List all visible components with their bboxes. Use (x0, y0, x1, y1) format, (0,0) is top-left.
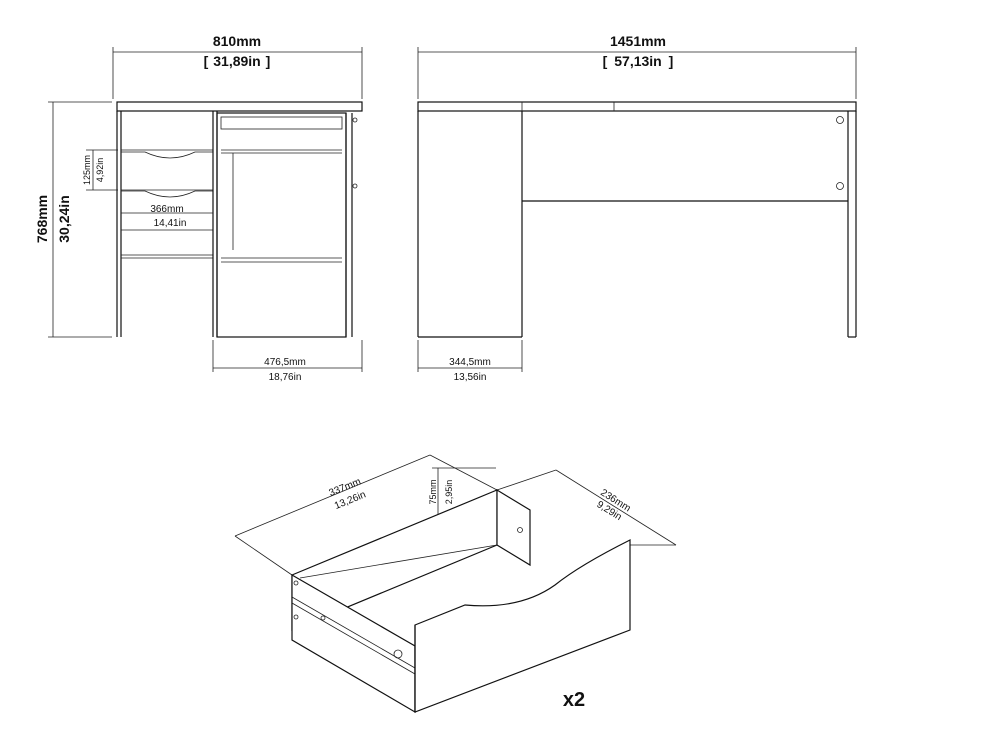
drawer-height-mm: 125mm (82, 155, 92, 185)
side-width-in: 57,13in (614, 53, 661, 69)
bracket-right: ] (266, 53, 271, 69)
opening-width-mm: 366mm (150, 204, 183, 215)
side-width-mm: 1451mm (610, 33, 666, 49)
front-height-mm: 768mm (34, 195, 50, 243)
panel-width-mm: 344,5mm (449, 357, 491, 368)
cabinet-width-mm: 476,5mm (264, 357, 306, 368)
side-view: 1451mm 57,13in [ ] 344,5mm 13,56in (417, 33, 857, 383)
cabinet-width-in: 18,76in (269, 372, 302, 383)
opening-width-in: 14,41in (154, 218, 187, 229)
drawer-height-mm-iso: 75mm (428, 479, 438, 504)
front-view: 810mm 31,89in [ ] (34, 33, 363, 383)
drawer-height-in: 4,92in (95, 158, 105, 183)
bracket-right-2: ] (669, 53, 674, 69)
drawer-view: 337mm 13,26in 75mm 2,95in 236mm 9,29in (234, 454, 677, 714)
front-width-in: 31,89in (213, 53, 260, 69)
front-height-in: 30,24in (56, 195, 72, 242)
bracket-left: [ (204, 53, 209, 69)
drawer-height-in-iso: 2,95in (444, 480, 454, 505)
quantity-label: x2 (563, 689, 585, 711)
front-width-mm: 810mm (213, 33, 261, 49)
bracket-left-2: [ (603, 53, 608, 69)
panel-width-in: 13,56in (454, 372, 487, 383)
